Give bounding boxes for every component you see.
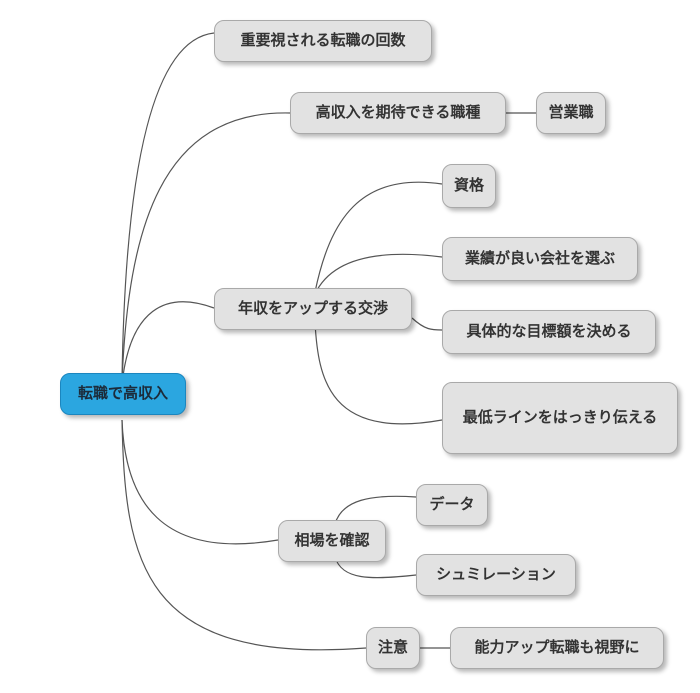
node-branch-2[interactable]: 高収入を期待できる職種 — [290, 92, 506, 134]
node-label: 重要視される転職の回数 — [240, 31, 406, 50]
node-label: データ — [429, 495, 475, 514]
node-label: 年収をアップする交渉 — [237, 299, 388, 318]
node-label: 相場を確認 — [294, 531, 370, 550]
connector-root-to-b3 — [121, 301, 215, 385]
node-label: 業績が良い会社を選ぶ — [464, 249, 615, 268]
node-branch-4-child-2[interactable]: シュミレーション — [416, 554, 576, 596]
node-branch-4-child-1[interactable]: データ — [416, 484, 488, 526]
node-label: 資格 — [453, 176, 484, 195]
node-label: 営業職 — [548, 103, 594, 122]
root-label: 転職で高収入 — [77, 384, 168, 403]
node-branch-4[interactable]: 相場を確認 — [278, 520, 386, 562]
connector-b3-to-b3c2 — [314, 253, 443, 295]
connector-b3-to-b3c4 — [314, 321, 443, 425]
node-branch-2-child-1[interactable]: 営業職 — [536, 92, 606, 134]
node-branch-5[interactable]: 注意 — [366, 627, 420, 669]
node-branch-3-child-1[interactable]: 資格 — [442, 164, 496, 208]
node-label: 最低ラインをはっきり伝える — [462, 408, 658, 427]
node-branch-3[interactable]: 年収をアップする交渉 — [214, 288, 412, 330]
node-label: シュミレーション — [436, 565, 556, 584]
root-node[interactable]: 転職で高収入 — [60, 373, 186, 415]
node-branch-1[interactable]: 重要視される転職の回数 — [214, 20, 432, 62]
connector-root-to-b1 — [121, 32, 215, 381]
connector-b3-to-b3c3 — [411, 317, 443, 331]
connector-b4-to-b4c2 — [334, 556, 417, 579]
node-branch-5-child-1[interactable]: 能力アップ転職も視野に — [450, 627, 664, 669]
node-branch-3-child-2[interactable]: 業績が良い会社を選ぶ — [442, 237, 638, 281]
node-label: 注意 — [377, 638, 408, 657]
connector-b3-to-b3c1 — [314, 181, 443, 293]
node-label: 具体的な目標額を決める — [466, 322, 632, 341]
node-branch-3-child-4[interactable]: 最低ラインをはっきり伝える — [442, 382, 678, 454]
connector-root-to-b5 — [121, 419, 367, 651]
connector-root-to-b2 — [121, 112, 291, 383]
node-label: 高収入を期待できる職種 — [315, 103, 481, 122]
node-label: 能力アップ転職も視野に — [474, 638, 640, 657]
node-branch-3-child-3[interactable]: 具体的な目標額を決める — [442, 310, 656, 354]
connector-root-to-b4 — [121, 419, 279, 545]
connector-b4-to-b4c1 — [334, 495, 417, 525]
